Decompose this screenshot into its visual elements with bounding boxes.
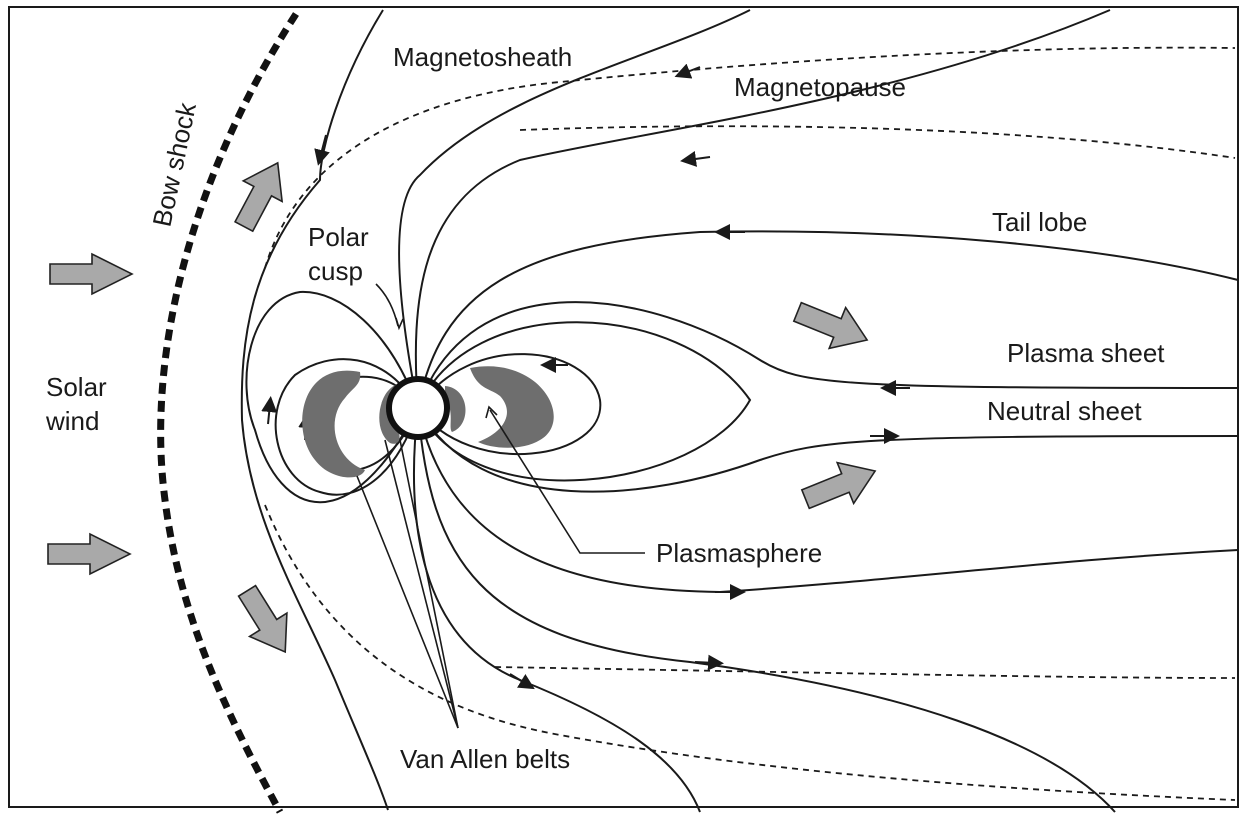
neutral-sheet-label: Neutral sheet [987,396,1142,426]
polar-cusp-pointer [376,284,398,326]
earth-circle [389,379,447,437]
direction-marker [510,674,528,685]
plasma-sheet-label: Plasma sheet [1007,338,1165,368]
solar-wind-arrow-upper [50,254,132,294]
field-line-night-closed-2 [418,322,750,480]
bow-shock-label: Bow shock [147,99,203,229]
polar-cusp-pointer-head [396,318,403,328]
magnetosheath-label: Magnetosheath [393,42,572,72]
solar-wind-arrow-lower [48,534,130,574]
magnetopause-label: Magnetopause [734,72,906,102]
direction-marker [688,157,710,160]
tail-flow-arrow-upper [789,291,875,360]
polar-cusp-label-line2: cusp [308,256,363,286]
direction-marker [268,404,270,424]
plasmasphere-label: Plasmasphere [656,538,822,568]
polar-cusp-label-line1: Polar [308,222,369,252]
solar-wind-label-line1: Solar [46,372,107,402]
magnetosheath-flow-arrow-down [228,579,303,663]
tail-flow-arrow-lower [797,451,883,520]
van-allen-belt-dayside-outer [302,371,365,478]
direction-marker [695,662,716,663]
van-allen-belts-label: Van Allen belts [400,744,570,774]
van-allen-belt-nightside-outer [470,366,554,447]
tail-lobe-label: Tail lobe [992,207,1087,237]
van-allen-pointer-1 [357,476,458,728]
magnetopause-lower-inner [495,667,1235,678]
solar-wind-label-line2: wind [45,406,99,436]
magnetopause-upper-inner [520,126,1235,158]
